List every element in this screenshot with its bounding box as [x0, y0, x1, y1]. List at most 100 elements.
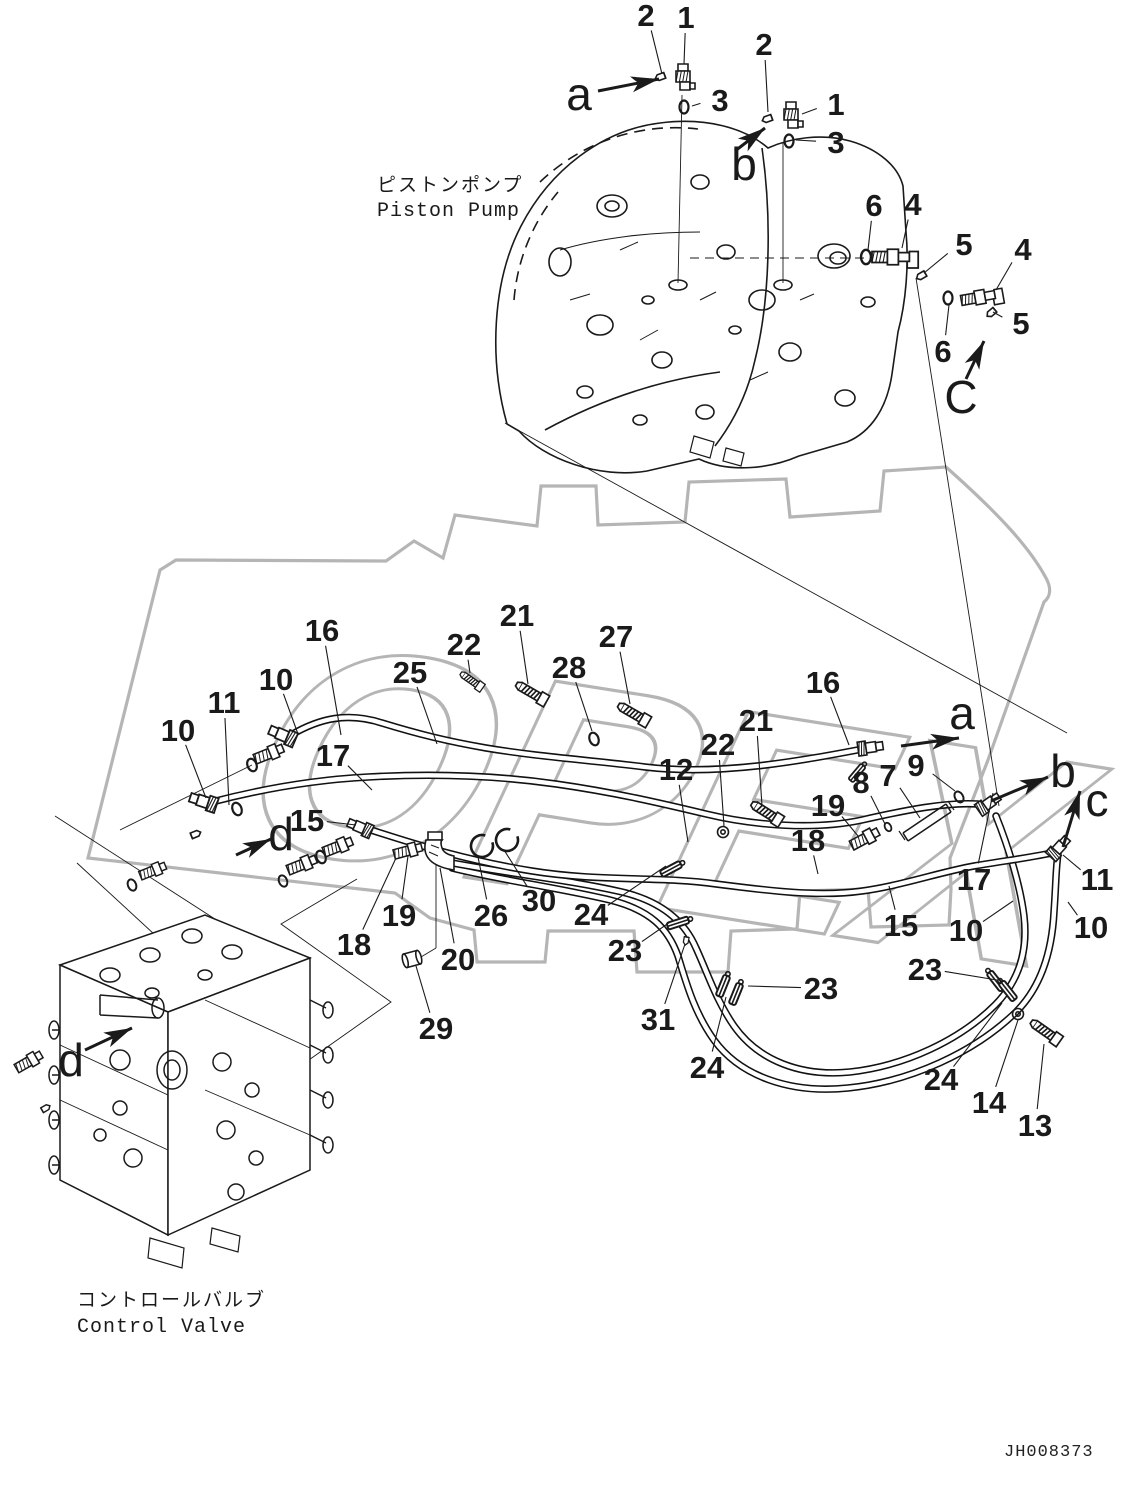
callout-number: 10	[161, 713, 195, 748]
part-elbow	[675, 63, 696, 91]
part-fitting	[391, 841, 424, 860]
callout-1: 1	[677, 0, 695, 65]
view-letter: C	[944, 371, 977, 423]
callout-number: 7	[879, 758, 896, 793]
callout-number: 23	[608, 933, 642, 968]
callout-number: 24	[924, 1062, 959, 1097]
callout-3: 3	[795, 125, 845, 160]
callout-number: 3	[827, 125, 844, 160]
drawing-number: JH008373	[1004, 1443, 1094, 1462]
view-letter: a	[949, 687, 975, 739]
callout-number: 27	[599, 619, 633, 654]
callout-16: 16	[305, 613, 342, 736]
view-arrow-a: a	[900, 687, 975, 750]
callout-number: 20	[441, 942, 475, 977]
part-bushing	[401, 949, 423, 969]
callout-number: 12	[659, 752, 693, 787]
part-oring	[678, 99, 690, 115]
part-oring	[315, 849, 327, 865]
callout-18: 18	[791, 823, 825, 875]
callout-number: 21	[500, 598, 534, 633]
callout-number: 13	[1018, 1108, 1052, 1143]
callout-number: 2	[755, 27, 772, 62]
part-elbow	[783, 101, 804, 129]
callout-11: 11	[1062, 854, 1114, 897]
callout-17: 17	[957, 792, 994, 897]
valve-label-english: Control Valve	[77, 1316, 246, 1339]
callout-number: 28	[552, 650, 586, 685]
callout-11: 11	[208, 685, 240, 806]
piston-pump-drawing	[495, 120, 908, 474]
callout-13: 13	[1018, 1043, 1052, 1143]
callout-number: 10	[949, 913, 983, 948]
callout-27: 27	[599, 619, 633, 705]
callout-number: 11	[1081, 862, 1114, 897]
part-fitting4	[959, 287, 1006, 307]
callout-1: 1	[801, 87, 845, 122]
callout-23: 23	[608, 919, 674, 968]
part-oring	[783, 133, 795, 149]
callout-number: 15	[884, 908, 918, 943]
callout-21: 21	[739, 703, 773, 807]
part-bolt	[514, 681, 551, 709]
callout-number: 31	[641, 1002, 675, 1037]
part-fitting	[321, 835, 355, 858]
view-arrow-a: a	[566, 68, 660, 120]
callout-15: 15	[290, 803, 357, 838]
hydraulic-hoses	[208, 713, 1062, 1093]
callout-21: 21	[500, 598, 534, 685]
part-plug	[189, 829, 202, 840]
part-oring	[953, 790, 965, 804]
callout-number: 10	[1074, 910, 1108, 945]
callout-26: 26	[474, 856, 508, 933]
part-oring	[859, 248, 873, 266]
pump-label-english: Piston Pump	[377, 200, 520, 223]
callout-number: 23	[804, 971, 838, 1006]
callout-number: 6	[865, 188, 882, 223]
callout-5: 5	[923, 227, 973, 274]
callout-8: 8	[852, 765, 886, 825]
part-plug	[39, 1103, 51, 1114]
part-plug	[682, 935, 690, 946]
callout-19: 19	[811, 788, 859, 837]
callout-7: 7	[879, 758, 921, 819]
callout-number: 29	[419, 1011, 453, 1046]
callout-number: 16	[806, 665, 840, 700]
callout-number: 17	[957, 862, 991, 897]
view-arrow-c: c	[1061, 774, 1109, 848]
callout-number: 22	[701, 727, 735, 762]
view-letter: b	[731, 138, 757, 190]
view-arrow-C: C	[944, 340, 986, 423]
callout-23: 23	[747, 971, 838, 1006]
view-letter: a	[566, 68, 592, 120]
callout-number: 10	[259, 662, 293, 697]
part-hose-end	[187, 791, 220, 815]
part-clip	[469, 833, 495, 859]
callout-20: 20	[439, 867, 475, 977]
callout-number: 3	[711, 83, 728, 118]
callout-24: 24	[690, 996, 727, 1085]
part-oring	[588, 731, 600, 747]
part-clamp	[715, 970, 731, 998]
callout-10: 10	[161, 713, 207, 799]
pump-label-japanese: ピストンポンプ	[377, 174, 523, 196]
callout-4: 4	[901, 187, 922, 249]
view-arrow-b: b	[731, 126, 766, 190]
callout-4: 4	[995, 232, 1032, 291]
part-clamp	[728, 978, 744, 1006]
callout-number: 24	[690, 1050, 725, 1085]
part-plug	[761, 113, 774, 124]
callout-31: 31	[641, 943, 686, 1037]
callout-25: 25	[393, 655, 438, 745]
part-fitting	[848, 826, 882, 852]
exploded-parts	[13, 63, 1072, 1114]
callout-30: 30	[503, 849, 556, 918]
callout-6: 6	[934, 304, 952, 369]
callout-number: 5	[955, 227, 972, 262]
callout-2: 2	[755, 27, 773, 113]
callout-10: 10	[259, 662, 299, 735]
part-clamp	[996, 977, 1018, 1003]
